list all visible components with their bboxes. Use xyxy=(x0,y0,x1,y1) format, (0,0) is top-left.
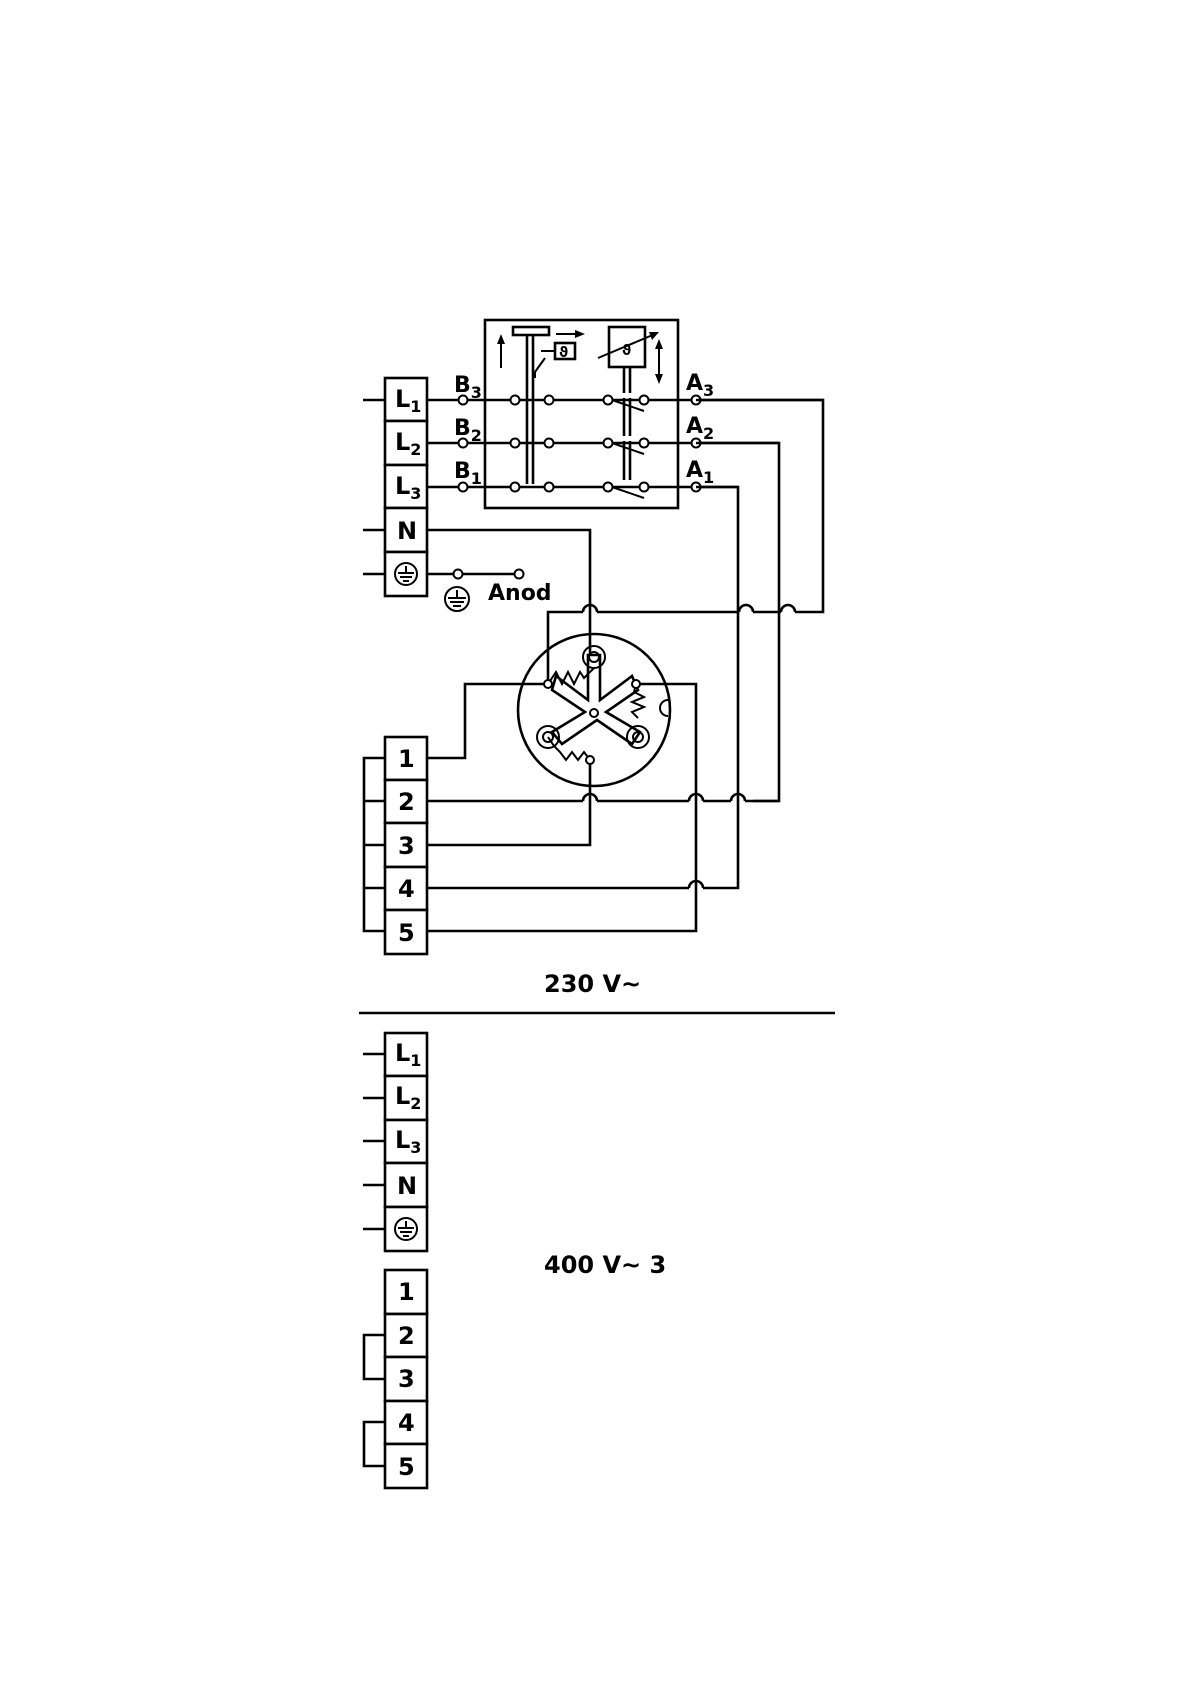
label-a1: A1 xyxy=(686,458,714,487)
terminal-3: 3 xyxy=(398,832,415,860)
terminal-1: 1 xyxy=(398,1278,415,1306)
label-b3: B3 xyxy=(454,373,482,402)
terminal-4: 4 xyxy=(398,875,415,903)
label-b2: B2 xyxy=(454,416,482,445)
bottom-supply-terminal-block: L1 L2 L3 N xyxy=(363,1033,427,1251)
terminal-n: N xyxy=(397,1172,417,1200)
thermostat-switch-block: ϑ ϑ xyxy=(428,320,823,508)
terminal-2: 2 xyxy=(398,1322,415,1350)
ground-icon xyxy=(395,563,417,585)
heating-element xyxy=(518,634,670,786)
bottom-numbered-terminal-block: 1 2 3 4 5 xyxy=(364,1270,427,1488)
terminal-5: 5 xyxy=(398,1453,415,1481)
label-a3: A3 xyxy=(686,371,714,400)
top-numbered-terminal-block: 1 2 3 4 5 xyxy=(364,737,427,954)
small-thermostat-symbol: ϑ xyxy=(559,345,568,361)
terminal-n: N xyxy=(397,517,417,545)
section-label-230v: 230 V~ xyxy=(544,970,641,998)
top-supply-terminal-block: L1 L2 L3 N xyxy=(363,378,427,596)
terminal-5: 5 xyxy=(398,919,415,947)
terminal-4: 4 xyxy=(398,1409,415,1437)
terminal-1: 1 xyxy=(398,745,415,773)
anode-connection: Anod xyxy=(427,570,552,612)
label-b1: B1 xyxy=(454,459,482,488)
anode-label: Anod xyxy=(488,581,552,606)
ground-icon xyxy=(445,587,469,611)
section-label-400v: 400 V~ 3 xyxy=(544,1251,666,1279)
terminal-3: 3 xyxy=(398,1365,415,1393)
label-a2: A2 xyxy=(686,414,714,443)
element-terminal-top xyxy=(583,646,605,668)
ground-icon xyxy=(395,1218,417,1240)
terminal-2: 2 xyxy=(398,788,415,816)
